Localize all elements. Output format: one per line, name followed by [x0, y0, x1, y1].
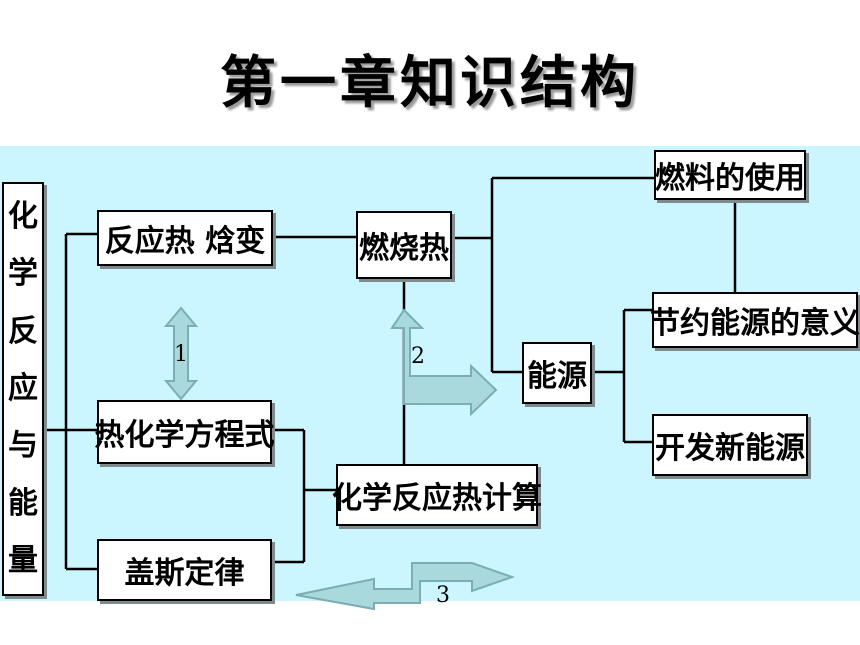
- node-hess-law: 盖斯定律: [97, 539, 272, 601]
- arrow-label-3: 3: [436, 583, 450, 608]
- page-title: 第一章知识结构: [220, 51, 640, 116]
- main-char-7: 量: [8, 543, 38, 579]
- elbow-arrow-2: [390, 308, 498, 417]
- node-energy: 能源: [522, 342, 592, 404]
- node-heat-calc: 化学反应热计算: [332, 464, 542, 526]
- arrow-label-2: 2: [411, 344, 425, 369]
- node-save-energy: 节约能源的意义: [650, 292, 860, 348]
- double-arrow-3: [295, 562, 516, 611]
- main-topic-box: 化 学 反 应 与 能 量: [2, 182, 44, 596]
- main-char-3: 反: [8, 313, 38, 349]
- node-thermo-equation: 热化学方程式: [95, 400, 275, 464]
- main-char-6: 能: [8, 485, 38, 521]
- node-reaction-heat: 反应热 焓变: [97, 210, 273, 266]
- arrow-label-1: 1: [174, 342, 188, 367]
- main-char-4: 应: [8, 370, 38, 406]
- node-fuel-use: 燃料的使用: [654, 150, 806, 200]
- main-char-1: 化: [8, 198, 38, 234]
- node-new-energy: 开发新能源: [652, 414, 808, 476]
- double-arrow-1: [163, 306, 199, 401]
- main-char-2: 学: [8, 256, 38, 292]
- main-char-5: 与: [8, 428, 38, 464]
- node-combustion-heat: 燃烧热: [356, 211, 452, 279]
